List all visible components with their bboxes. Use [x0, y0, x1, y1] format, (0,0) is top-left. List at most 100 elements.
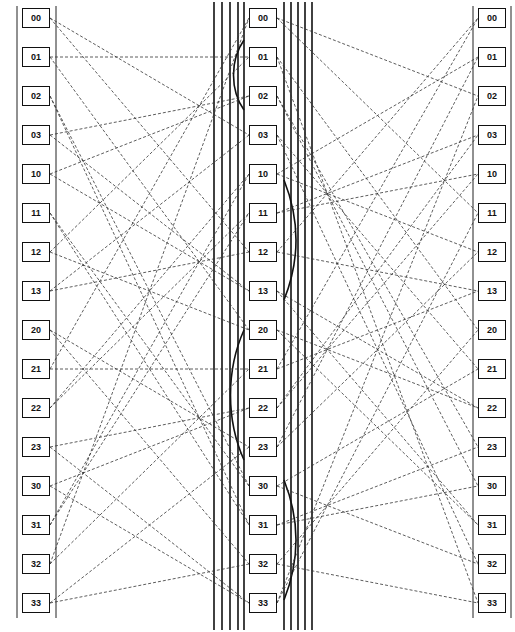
node-box: 02	[249, 86, 277, 106]
dashed-connector	[50, 96, 249, 525]
node-box: 30	[249, 476, 277, 496]
dashed-connector	[277, 18, 478, 369]
node-box: 32	[22, 554, 50, 574]
node-box: 20	[249, 320, 277, 340]
dashed-connector	[277, 330, 478, 564]
signal-line	[229, 2, 231, 630]
dashed-connector	[50, 486, 249, 603]
node-box: 01	[249, 47, 277, 67]
box-number: 00	[487, 14, 497, 23]
node-box: 33	[249, 593, 277, 613]
box-number: 21	[258, 365, 268, 374]
dashed-connector	[50, 174, 249, 525]
dashed-connector	[277, 486, 478, 525]
node-box: 21	[478, 359, 506, 379]
node-box: 20	[478, 320, 506, 340]
dashed-connector	[50, 564, 249, 603]
node-box: 22	[22, 398, 50, 418]
box-number: 23	[487, 443, 497, 452]
box-number: 30	[258, 482, 268, 491]
bus-line	[56, 6, 57, 618]
box-number: 12	[258, 248, 268, 257]
node-box: 32	[249, 554, 277, 574]
dashed-connector	[50, 369, 249, 564]
box-number: 02	[487, 92, 497, 101]
node-box: 12	[478, 242, 506, 262]
box-number: 00	[258, 14, 268, 23]
node-box: 11	[22, 203, 50, 223]
dashed-connector	[50, 330, 249, 564]
dashed-connector	[277, 57, 478, 603]
signal-line	[243, 2, 245, 630]
node-box: 10	[249, 164, 277, 184]
box-number: 02	[31, 92, 41, 101]
dashed-connector	[277, 291, 478, 369]
node-box: 13	[22, 281, 50, 301]
dashed-connector	[50, 135, 249, 291]
node-box: 31	[249, 515, 277, 535]
box-number: 33	[31, 599, 41, 608]
node-box: 22	[249, 398, 277, 418]
box-number: 01	[258, 53, 268, 62]
box-number: 10	[258, 170, 268, 179]
dashed-connector	[277, 135, 478, 213]
bus-line	[473, 6, 474, 618]
dashed-connector	[277, 213, 478, 603]
node-box: 12	[22, 242, 50, 262]
node-box: 02	[478, 86, 506, 106]
signal-line	[283, 2, 285, 630]
node-box: 13	[478, 281, 506, 301]
dashed-connector	[50, 252, 249, 291]
dashed-connector	[277, 564, 478, 603]
box-number: 20	[487, 326, 497, 335]
dashed-connector	[50, 408, 249, 486]
box-number: 31	[31, 521, 41, 530]
node-box: 03	[478, 125, 506, 145]
box-number: 00	[31, 14, 41, 23]
node-box: 00	[22, 8, 50, 28]
node-box: 10	[22, 164, 50, 184]
node-box: 31	[478, 515, 506, 535]
dashed-connector	[50, 447, 249, 603]
dashed-connector	[277, 57, 478, 447]
box-number: 21	[487, 365, 497, 374]
box-number: 30	[487, 482, 497, 491]
node-box: 30	[22, 476, 50, 496]
box-number: 13	[258, 287, 268, 296]
box-number: 32	[31, 560, 41, 569]
dashed-connector	[277, 330, 478, 408]
node-box: 33	[22, 593, 50, 613]
node-box: 23	[22, 437, 50, 457]
dashed-connector	[277, 18, 478, 252]
box-number: 22	[258, 404, 268, 413]
box-number: 23	[258, 443, 268, 452]
box-number: 23	[31, 443, 41, 452]
node-box: 13	[249, 281, 277, 301]
signal-line	[234, 40, 245, 110]
node-box: 11	[478, 203, 506, 223]
signal-line	[284, 480, 296, 600]
box-number: 20	[258, 326, 268, 335]
box-number: 02	[258, 92, 268, 101]
box-number: 13	[31, 287, 41, 296]
box-number: 32	[258, 560, 268, 569]
box-number: 33	[258, 599, 268, 608]
dashed-connector	[277, 96, 478, 603]
box-number: 12	[31, 248, 41, 257]
box-number: 12	[487, 248, 497, 257]
node-box: 22	[478, 398, 506, 418]
dashed-connector	[50, 18, 249, 564]
box-number: 21	[31, 365, 41, 374]
box-number: 31	[258, 521, 268, 530]
node-box: 30	[478, 476, 506, 496]
node-box: 32	[478, 554, 506, 574]
box-number: 30	[31, 482, 41, 491]
dashed-connector	[50, 18, 249, 369]
node-box: 01	[22, 47, 50, 67]
dashed-connector	[50, 213, 249, 525]
dashed-connector	[277, 369, 478, 486]
box-number: 13	[487, 287, 497, 296]
node-box: 23	[249, 437, 277, 457]
node-box: 03	[249, 125, 277, 145]
box-number: 11	[258, 209, 268, 218]
